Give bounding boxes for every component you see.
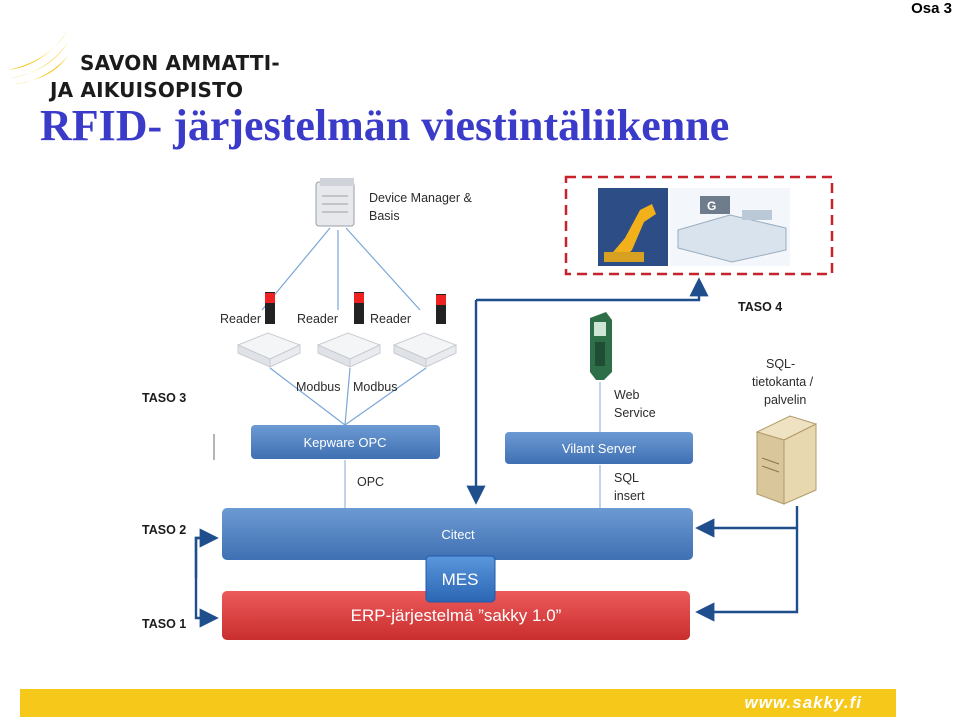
- erp-label: ERP-järjestelmä ”sakky 1.0”: [351, 606, 562, 625]
- footer-url[interactable]: www.sakky.fi: [744, 693, 862, 712]
- level-label-taso3: TASO 3: [142, 391, 186, 405]
- level-label-taso4: TASO 4: [738, 300, 782, 314]
- citect-label: Citect: [441, 527, 475, 542]
- vilant-server-label: Vilant Server: [562, 441, 637, 456]
- web-service-label-2: Service: [614, 406, 656, 420]
- sql-server-icon: [755, 415, 818, 505]
- sql-insert-label-1: SQL: [614, 471, 639, 485]
- modbus-label-2: Modbus: [353, 380, 397, 394]
- device-manager-label-2: Basis: [369, 209, 400, 223]
- reader-label-2: Reader: [297, 312, 338, 326]
- left-level-arrows: [194, 528, 219, 628]
- robot-image-icon: [598, 188, 668, 266]
- taso4-loop-arrows: [466, 277, 709, 505]
- sql-insert-label-2: insert: [614, 489, 645, 503]
- footer-bar: www.sakky.fi: [20, 689, 896, 717]
- device-manager-label-1: Device Manager &: [369, 191, 472, 205]
- sql-db-label-2: tietokanta /: [752, 375, 814, 389]
- production-area-frame: [564, 175, 834, 276]
- level-label-taso2: TASO 2: [142, 523, 186, 537]
- erp-box: [222, 591, 690, 640]
- logo-text-line2: JA AIKUISOPISTO: [50, 78, 244, 102]
- device-manager-server-icon: [315, 178, 355, 227]
- modbus-lines: [269, 367, 427, 426]
- vilant-server-box: [505, 432, 693, 464]
- level-label-taso1: TASO 1: [142, 617, 186, 631]
- kepware-opc-label: Kepware OPC: [303, 435, 386, 450]
- cnc-machine-image-icon: G: [670, 188, 790, 266]
- handheld-terminal-icon: [590, 312, 612, 380]
- right-sql-arrows: [695, 506, 799, 622]
- reader-label-1: Reader: [220, 312, 261, 326]
- citect-box: [222, 508, 693, 560]
- reader-device-icon-3: [392, 332, 458, 368]
- sql-db-label-3: palvelin: [764, 393, 806, 407]
- stack-light-icon-2: [354, 292, 364, 324]
- reader-device-icon-1: [236, 332, 302, 368]
- modbus-label-1: Modbus: [296, 380, 340, 394]
- page-title: RFID- järjestelmän viestintäliikenne: [40, 101, 730, 150]
- sql-db-label-1: SQL-: [766, 357, 795, 371]
- slide-number: Osa 3: [911, 0, 952, 17]
- mes-box: [425, 555, 496, 603]
- dm-connection-lines: [261, 227, 421, 311]
- web-service-label-1: Web: [614, 388, 640, 402]
- kepware-opc-box: [251, 425, 440, 459]
- opc-label: OPC: [357, 475, 384, 489]
- reader-label-3: Reader: [370, 312, 411, 326]
- svg-text:G: G: [707, 199, 716, 213]
- stack-light-icon-3: [436, 294, 446, 324]
- logo-text-line1: SAVON AMMATTI-: [80, 51, 280, 75]
- stack-light-icon-1: [265, 292, 275, 324]
- mes-label: MES: [442, 570, 479, 589]
- reader-device-icon-2: [316, 332, 382, 368]
